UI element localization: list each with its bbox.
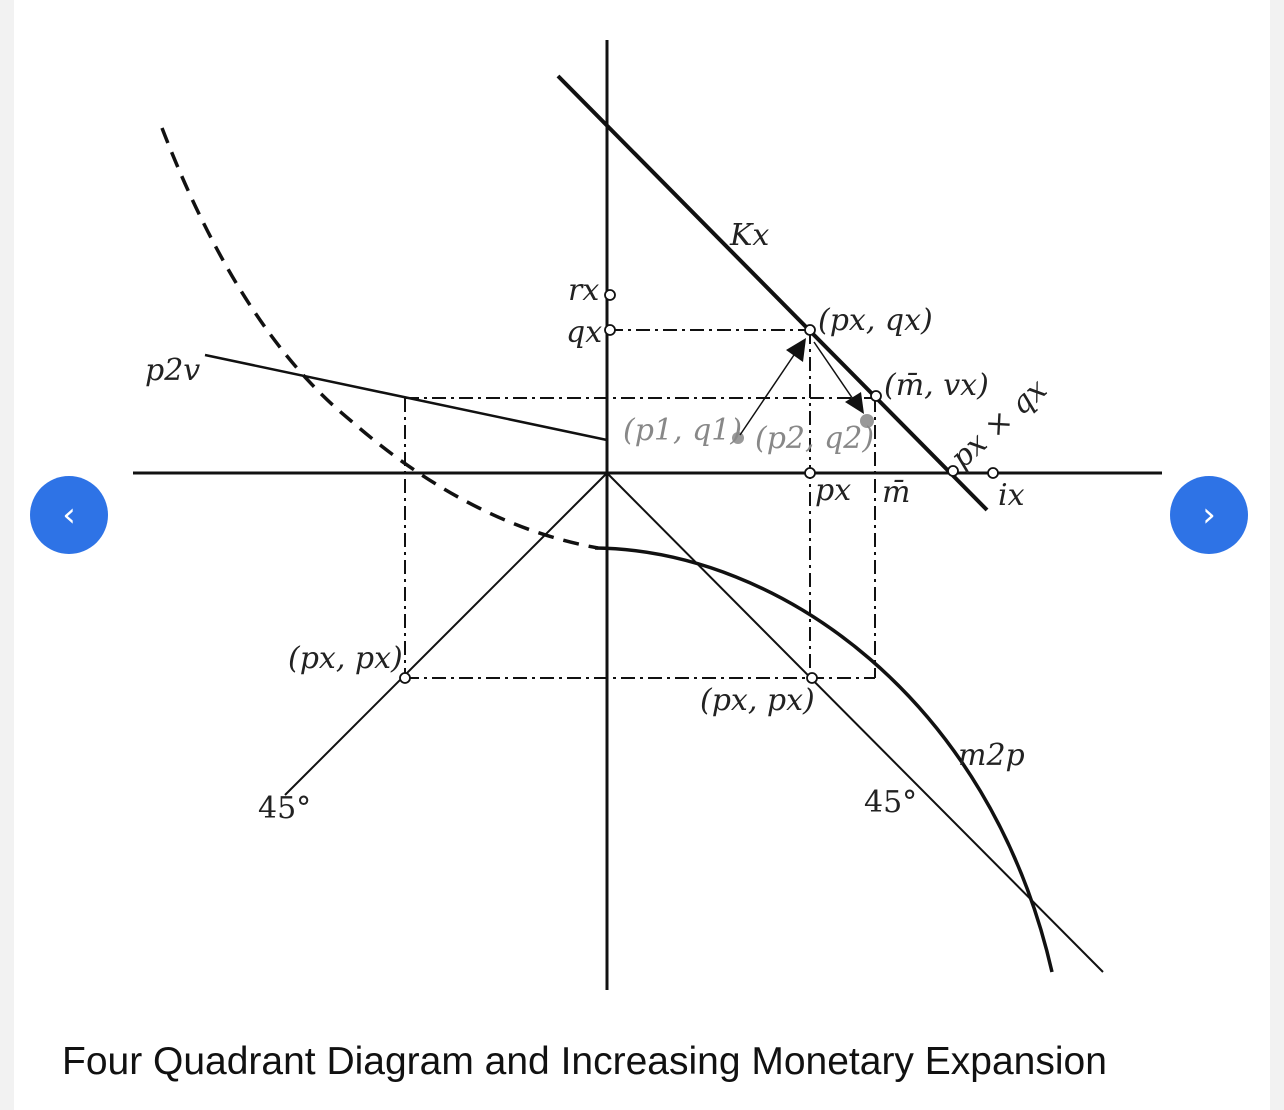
label-45-left: 45°	[258, 791, 311, 826]
image-card	[14, 0, 1270, 1110]
label-m2p: m2p	[958, 738, 1025, 773]
kx-line	[556, 74, 989, 512]
label-px-px-right: (px, px)	[700, 683, 815, 718]
label-p2v: p2v	[145, 353, 200, 388]
label-px-axis: px	[815, 473, 851, 508]
next-button[interactable]: ›	[1170, 476, 1248, 554]
label-m-axis: m̄	[882, 475, 910, 510]
label-ix: ix	[998, 478, 1025, 513]
arrow-up	[739, 351, 797, 436]
dash-dot-guides	[404, 329, 876, 679]
45-degree-line-left	[284, 472, 608, 796]
label-p2-q2: (p2, q2)	[755, 421, 874, 456]
chevron-right-icon: ›	[1202, 495, 1216, 535]
label-px-qx: (px, qx)	[818, 303, 933, 338]
label-p1-q1: (p1, q1)	[623, 413, 742, 448]
p2-q2-dot	[860, 414, 874, 428]
label-m-vx: (m̄, vx)	[884, 368, 989, 403]
label-kx: Kx	[729, 218, 769, 253]
image-caption: Four Quadrant Diagram and Increasing Mon…	[62, 1040, 1107, 1083]
label-px-px-left: (px, px)	[288, 641, 403, 676]
chevron-left-icon: ‹	[62, 495, 76, 535]
45-degree-line-right	[606, 472, 1104, 973]
point-markers	[399, 289, 999, 684]
label-rx: rx	[568, 273, 599, 308]
m2p-curve	[594, 546, 1054, 973]
p1-q1-dot	[732, 432, 744, 444]
dashed-curve	[160, 127, 599, 550]
previous-button[interactable]: ‹	[30, 476, 108, 554]
arrowhead-up	[786, 338, 806, 362]
arrowhead-down	[845, 392, 864, 414]
label-45-right: 45°	[864, 785, 917, 820]
label-qx: qx	[566, 315, 602, 350]
arrow-down	[813, 341, 856, 403]
